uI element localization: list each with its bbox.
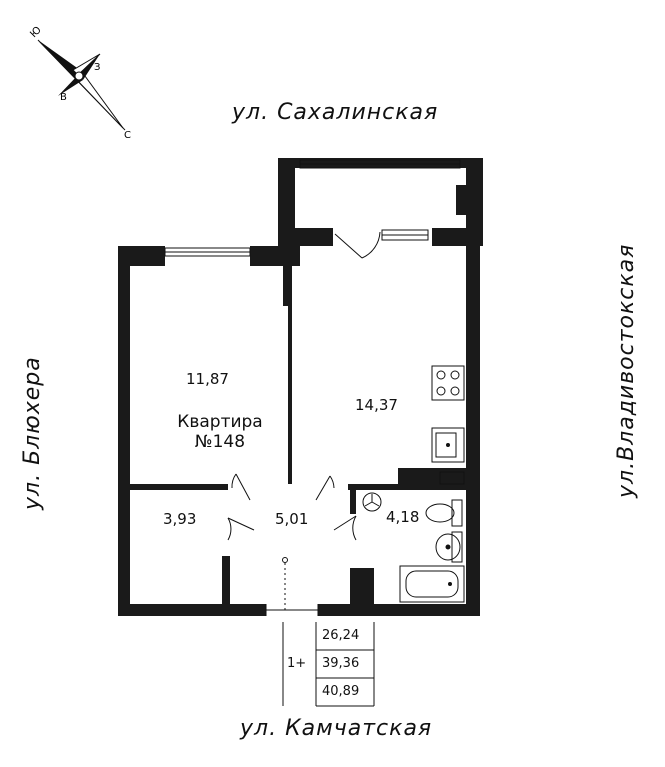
walls (118, 158, 483, 616)
room-area-hall: 5,01 (275, 510, 309, 528)
summary-value-with-balcony: 40,89 (322, 684, 360, 699)
summary-value-living: 26,24 (322, 628, 360, 643)
toilet-icon (425, 499, 463, 527)
street-left: ул. Блюхера (20, 356, 45, 510)
bathtub-icon (399, 565, 465, 603)
entrance-marker (282, 557, 288, 612)
compass-icon: Ю З В С (28, 25, 131, 141)
washbasin-icon (435, 531, 463, 563)
compass-south-label: Ю (28, 25, 44, 41)
compass-west-label: З (94, 62, 100, 73)
street-bottom: ул. Камчатская (240, 716, 433, 741)
room-area-storage: 3,93 (163, 510, 197, 528)
doors (227, 231, 381, 616)
apartment-label: Квартира №148 (150, 412, 290, 452)
room-area-kitchen-living: 14,37 (355, 396, 398, 414)
street-top: ул. Сахалинская (232, 100, 439, 125)
stove-icon (431, 365, 465, 401)
apartment-number: №148 (194, 432, 246, 452)
street-right: ул.Владивостокская (614, 243, 639, 498)
summary-table (282, 622, 375, 707)
room-area-bathroom: 4,18 (386, 508, 420, 526)
compass-north-label: С (124, 130, 131, 141)
apartment-label-text: Квартира (177, 412, 263, 432)
summary-value-total: 39,36 (322, 656, 360, 671)
ventilation-icon (439, 471, 465, 485)
sink-icon (431, 427, 465, 463)
summary-type: 1+ (287, 656, 307, 671)
room-area-bedroom: 11,87 (186, 370, 229, 388)
boiler-icon (362, 492, 382, 512)
windows (164, 159, 461, 257)
compass-east-label: В (60, 92, 67, 103)
